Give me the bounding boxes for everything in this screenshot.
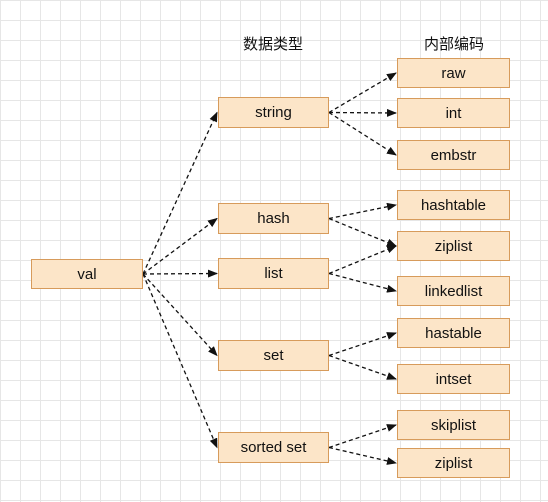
edge-string-to-embstr (328, 111, 397, 156)
node-encoding-skiplist: skiplist (397, 410, 510, 440)
edge-val-to-set (142, 273, 218, 357)
node-encoding-hastable: hastable (397, 318, 510, 348)
node-type-list: list (218, 258, 329, 289)
edge-list-to-ziplist1 (328, 245, 397, 275)
node-encoding-int: int (397, 98, 510, 128)
node-encoding-linkedlist: linkedlist (397, 276, 510, 306)
node-type-hash: hash (218, 203, 329, 234)
edge-val-to-string (142, 111, 218, 275)
node-encoding-raw: raw (397, 58, 510, 88)
edge-val-to-hash (142, 217, 218, 275)
edge-string-to-raw (328, 72, 397, 114)
edge-hash-to-ziplist1 (328, 217, 397, 247)
node-encoding-ziplist: ziplist (397, 448, 510, 478)
node-encoding-embstr: embstr (397, 140, 510, 170)
node-encoding-intset: intset (397, 364, 510, 394)
node-val: val (31, 259, 143, 289)
edge-set-to-intset (328, 354, 397, 380)
edge-zset-to-skiplist (328, 424, 397, 449)
edge-list-to-linkedlist (328, 272, 397, 293)
node-encoding-ziplist: ziplist (397, 231, 510, 261)
edge-val-to-zset (142, 273, 218, 449)
node-type-string: string (218, 97, 329, 128)
edge-val-to-list (142, 269, 218, 278)
edge-zset-to-ziplist2 (328, 446, 397, 465)
data-types-header: 数据类型 (242, 36, 304, 53)
edge-string-to-int (328, 108, 397, 117)
edge-hash-to-hashtable (328, 202, 397, 220)
node-type-set: set (218, 340, 329, 371)
internal-encodings-header: 内部编码 (423, 36, 485, 53)
edge-set-to-hastable (328, 332, 397, 357)
node-type-sorted-set: sorted set (218, 432, 329, 463)
node-encoding-hashtable: hashtable (397, 190, 510, 220)
